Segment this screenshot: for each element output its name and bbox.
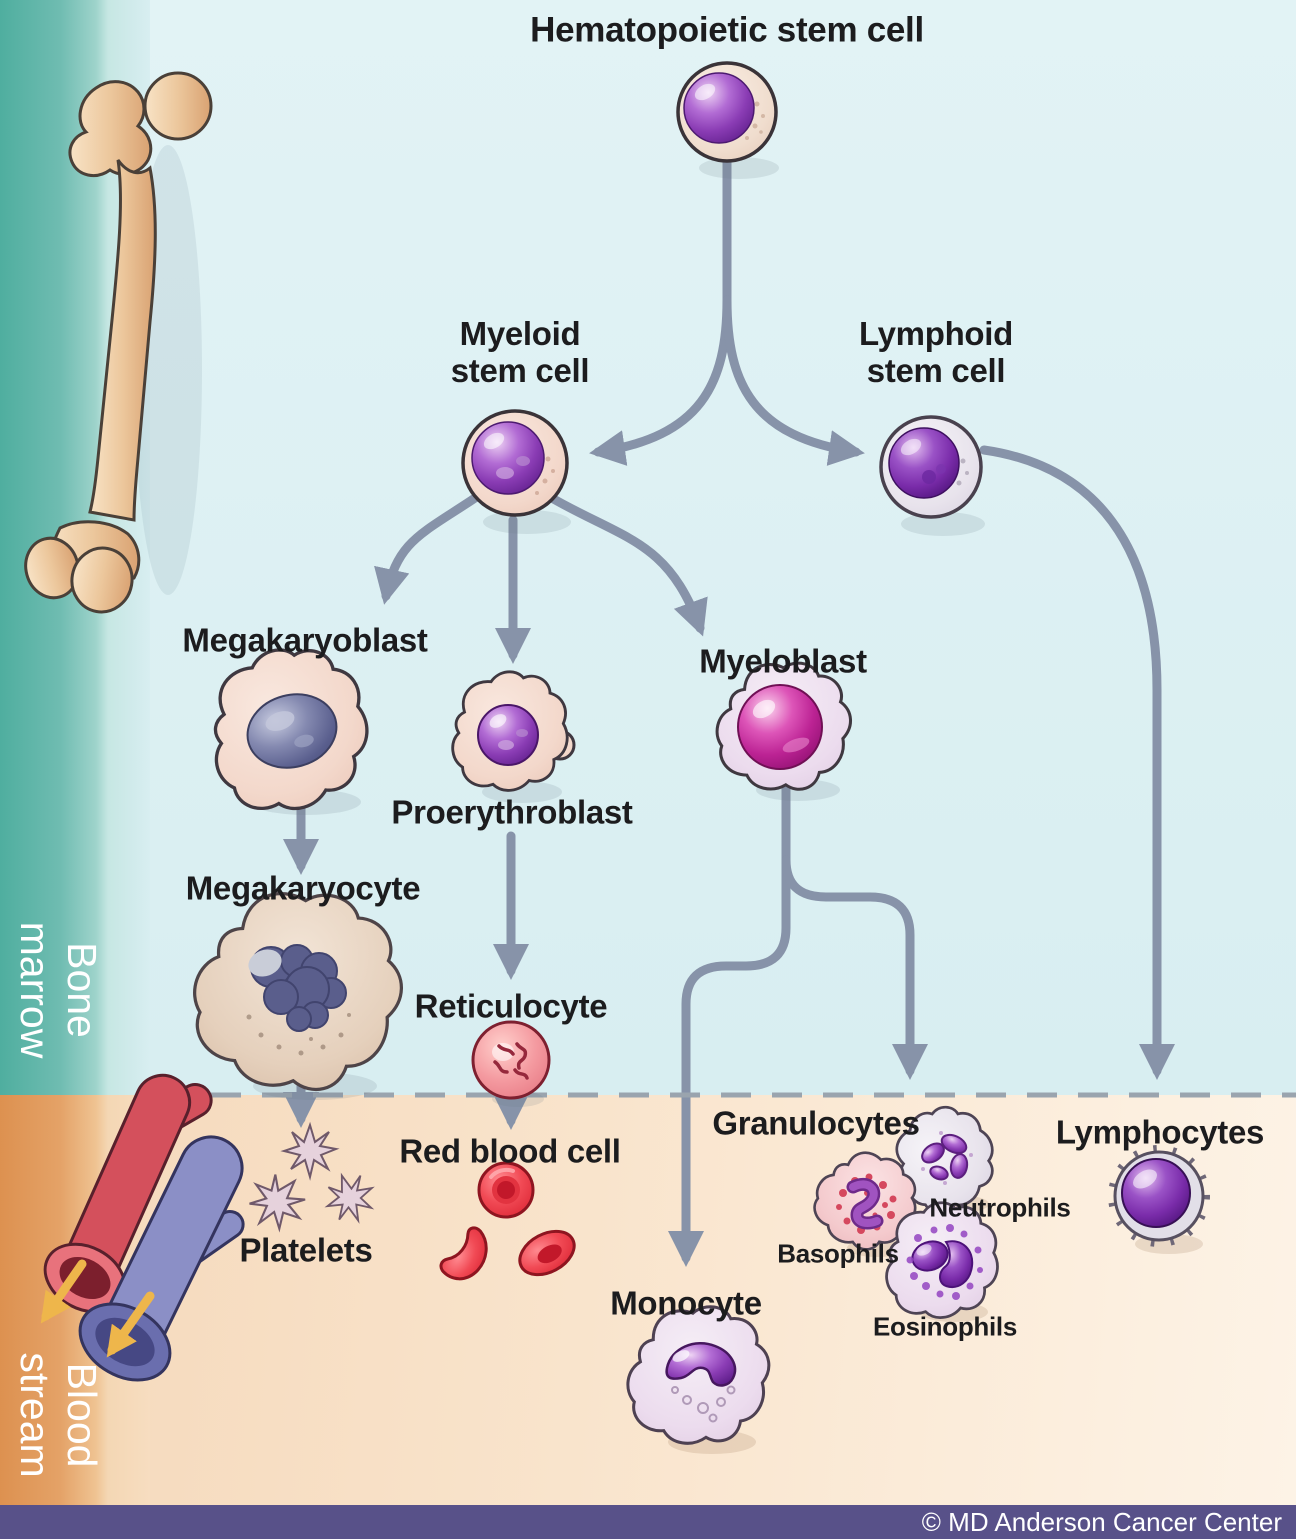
label-eosinophils: Eosinophils: [872, 1311, 1018, 1342]
label-blood-stream-region: Blood stream: [12, 1352, 106, 1478]
bone-head: [143, 71, 213, 141]
eosinophil-illustration: [885, 1201, 999, 1319]
platelets-illustration: [237, 1124, 382, 1242]
platelet: [283, 1124, 337, 1178]
label-lymphocytes: Lymphocytes: [1055, 1113, 1265, 1151]
eosinophil-granules: [906, 1224, 983, 1300]
basophil-illustration: [798, 1131, 936, 1270]
femur-bone-illustration: [24, 71, 213, 614]
lymphoid-stem-cell-illustration: [879, 415, 983, 519]
bone-condyle-right: [70, 546, 134, 614]
copyright-text: © MD Anderson Cancer Center: [921, 1506, 1282, 1537]
label-bone-marrow-region: Bone marrow: [12, 921, 106, 1059]
connector-myeloblast-to-granulocytes: [781, 855, 928, 1080]
footer-bar: © MD Anderson Cancer Center: [0, 1505, 1296, 1539]
rbc-side-view: [439, 1226, 488, 1281]
megakaryocyte-speckles: [246, 1013, 351, 1056]
connector-myeloid-to-megakaryoblast: [374, 491, 483, 605]
reticulocyte-reticulum: [493, 1042, 529, 1080]
blood-flow-arrows: [40, 1259, 155, 1358]
proerythroblast-illustration: [451, 670, 576, 792]
label-monocyte: Monocyte: [610, 1284, 762, 1322]
megakaryocyte-nucleus-lobes: [250, 944, 347, 1032]
platelet: [318, 1166, 382, 1230]
lymphocyte-illustration: [1108, 1145, 1210, 1247]
megakaryoblast-illustration: [197, 635, 381, 823]
artery-red-vessel: [43, 1073, 213, 1314]
connector-myeloblast-to-monocyte: [668, 783, 791, 1267]
platelet: [237, 1162, 317, 1242]
label-hematopoietic-stem-cell: Hematopoietic stem cell: [530, 10, 924, 50]
lineage-connectors: [283, 155, 1175, 1267]
red-blood-cells-illustration: [439, 1161, 576, 1281]
neutrophil-nucleus-lobes: [921, 1133, 969, 1181]
bone-shaft: [88, 159, 157, 522]
neutrophil-illustration: [876, 1089, 1013, 1228]
hematopoietic-stem-cell-illustration: [676, 61, 778, 163]
label-basophils: Basophils: [777, 1238, 899, 1269]
artery-flow-arrow: [40, 1259, 87, 1324]
vein-flow-arrow: [106, 1291, 155, 1358]
rbc-top-view: [477, 1161, 535, 1219]
rbc-tilted-view: [518, 1229, 576, 1277]
label-red-blood-cell: Red blood cell: [399, 1132, 621, 1170]
myeloblast-illustration: [701, 641, 868, 811]
connector-hsc-to-myeloid: [589, 295, 732, 466]
label-megakaryocyte: Megakaryocyte: [185, 869, 421, 907]
label-platelets: Platelets: [239, 1231, 373, 1269]
label-neutrophils: Neutrophils: [929, 1192, 1071, 1223]
connector-lymphoid-to-lymphocytes: [979, 445, 1175, 1080]
connector-hsc-to-lymphoid: [722, 295, 865, 466]
reticulocyte-illustration: [471, 1020, 551, 1100]
label-granulocytes: Granulocytes: [712, 1104, 920, 1142]
connector-myeloid-to-myeloblast: [545, 492, 708, 637]
blood-vessels-illustration: [40, 1073, 245, 1382]
monocyte-vacuoles: [671, 1385, 736, 1423]
monocyte-illustration: [614, 1288, 785, 1462]
label-myeloid-stem-cell: Myeloid stem cell: [450, 315, 590, 389]
megakaryocyte-illustration: [166, 856, 432, 1126]
bone-trochanter: [68, 80, 153, 178]
myeloid-stem-cell-illustration: [461, 409, 569, 517]
label-megakaryoblast: Megakaryoblast: [182, 621, 428, 659]
label-reticulocyte: Reticulocyte: [414, 987, 608, 1025]
label-proerythroblast: Proerythroblast: [391, 793, 633, 831]
label-lymphoid-stem-cell: Lymphoid stem cell: [858, 315, 1014, 389]
label-myeloblast: Myeloblast: [699, 642, 867, 680]
